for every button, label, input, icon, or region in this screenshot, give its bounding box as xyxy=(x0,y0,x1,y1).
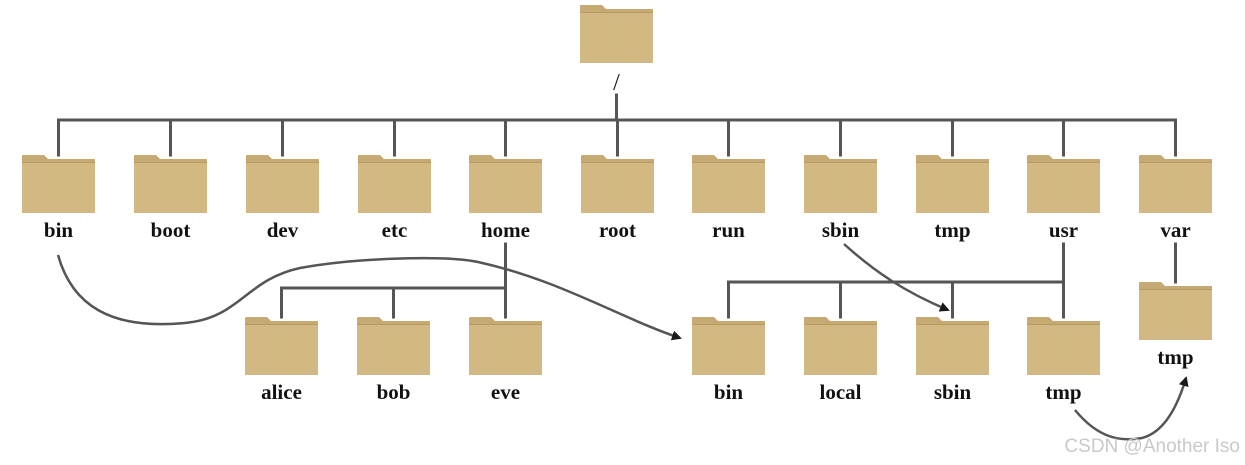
folder-label: tmp xyxy=(1045,380,1081,404)
folder-icon xyxy=(469,155,542,213)
folder-nodes: / bin boot dev etc home root run sbin tmp usr var al… xyxy=(22,5,1212,404)
folder-icon xyxy=(1139,282,1212,340)
folder-boot[interactable]: boot xyxy=(134,155,207,242)
folder-icon xyxy=(581,155,654,213)
folder-icon xyxy=(1139,155,1212,213)
folder-icon xyxy=(916,317,989,375)
folder-label: home xyxy=(481,218,530,242)
folder-icon xyxy=(692,155,765,213)
folder-rootdir[interactable]: root xyxy=(581,155,654,242)
folder-label: var xyxy=(1160,218,1190,242)
folder-home[interactable]: home xyxy=(469,155,542,242)
tree-connectors xyxy=(57,93,1177,319)
folder-icon xyxy=(804,155,877,213)
folder-icon xyxy=(245,317,318,375)
folder-icon xyxy=(1027,317,1100,375)
folder-icon xyxy=(357,317,430,375)
connector-usr xyxy=(727,242,1065,319)
folder-tmp[interactable]: tmp xyxy=(916,155,989,242)
folder-label: / xyxy=(613,70,620,96)
link-arrow-sbin-to-usr_sbin xyxy=(843,243,950,312)
folder-sbin[interactable]: sbin xyxy=(804,155,877,242)
folder-eve[interactable]: eve xyxy=(469,317,542,404)
connector-home xyxy=(280,242,507,319)
folder-alice[interactable]: alice xyxy=(245,317,318,404)
folder-label: bob xyxy=(377,380,411,404)
folder-label: etc xyxy=(382,218,408,242)
folder-icon xyxy=(692,317,765,375)
folder-label: bin xyxy=(714,380,744,404)
folder-label: sbin xyxy=(822,218,860,242)
folder-icon xyxy=(1027,155,1100,213)
watermark: CSDN @Another Iso xyxy=(1064,436,1240,457)
folder-icon xyxy=(22,155,95,213)
folder-usr_local[interactable]: local xyxy=(804,317,877,404)
folder-bin[interactable]: bin xyxy=(22,155,95,242)
folder-root[interactable]: / xyxy=(580,5,653,96)
folder-bob[interactable]: bob xyxy=(357,317,430,404)
connector-root xyxy=(57,93,1177,157)
folder-etc[interactable]: etc xyxy=(358,155,431,242)
folder-label: run xyxy=(712,218,745,242)
folder-icon xyxy=(246,155,319,213)
folder-label: root xyxy=(599,218,636,242)
folder-usr_sbin[interactable]: sbin xyxy=(916,317,989,404)
folder-usr[interactable]: usr xyxy=(1027,155,1100,242)
folder-var[interactable]: var xyxy=(1139,155,1212,242)
folder-icon xyxy=(580,5,653,63)
folder-icon xyxy=(916,155,989,213)
folder-label: eve xyxy=(491,380,520,404)
folder-usr_bin[interactable]: bin xyxy=(692,317,765,404)
folder-label: boot xyxy=(151,218,191,242)
folder-icon xyxy=(804,317,877,375)
folder-dev[interactable]: dev xyxy=(246,155,319,242)
folder-var_tmp[interactable]: tmp xyxy=(1139,282,1212,369)
folder-run[interactable]: run xyxy=(692,155,765,242)
link-arrows xyxy=(56,243,1189,441)
link-arrow-usr_tmp-to-var_tmp xyxy=(1074,376,1189,441)
link-arrow-bin-to-usr_bin xyxy=(56,254,682,341)
folder-label: alice xyxy=(261,380,302,404)
folder-icon xyxy=(469,317,542,375)
folder-usr_tmp[interactable]: tmp xyxy=(1027,317,1100,404)
folder-label: tmp xyxy=(934,218,970,242)
folder-label: local xyxy=(820,380,862,404)
folder-label: bin xyxy=(44,218,74,242)
folder-label: tmp xyxy=(1157,345,1193,369)
folder-icon xyxy=(134,155,207,213)
folder-icon xyxy=(358,155,431,213)
folder-label: dev xyxy=(267,218,299,242)
folder-label: usr xyxy=(1049,218,1078,242)
folder-label: sbin xyxy=(934,380,972,404)
